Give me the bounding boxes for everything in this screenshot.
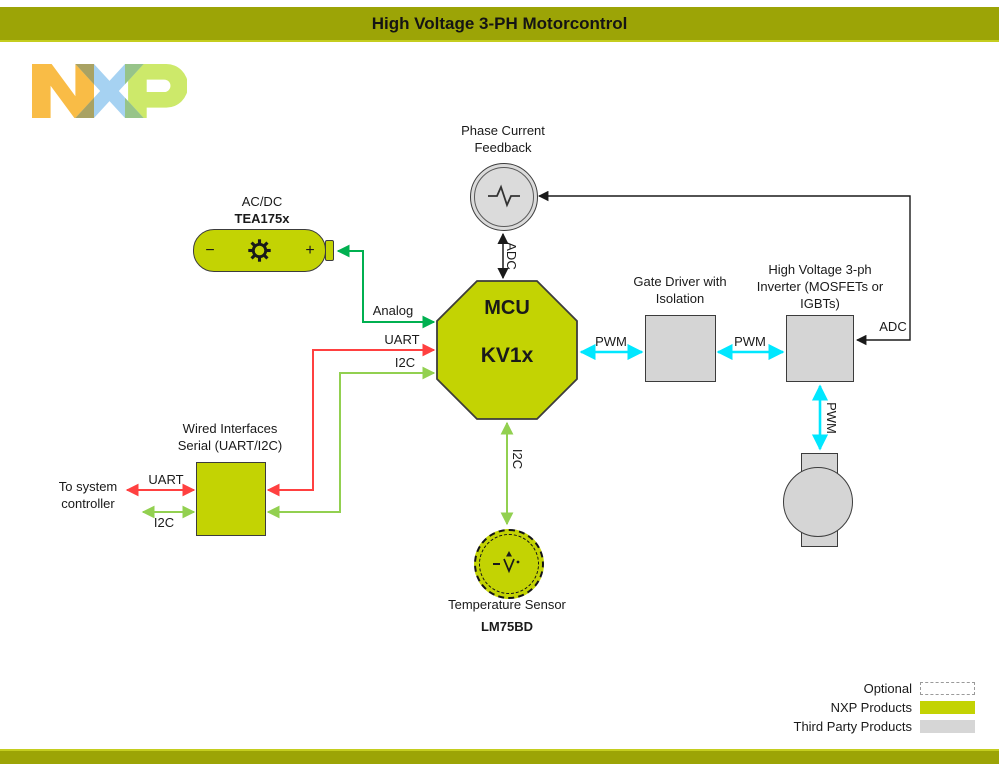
acdc-title: AC/DC TEA175x — [234, 194, 290, 226]
inverter-title: High Voltage 3-ph Inverter (MOSFETs or I… — [756, 262, 884, 311]
inverter-block — [786, 315, 854, 382]
system-controller-label: To system controller — [58, 479, 118, 511]
temp-sensor-title: Temperature Sensor — [448, 597, 566, 612]
footer-bar — [0, 751, 999, 764]
pwm-motor-label: PWM — [824, 402, 839, 434]
legend-row-optional: Optional — [560, 679, 975, 698]
nxp-logo-icon — [32, 64, 187, 118]
pwm-driver-inverter-label: PWM — [734, 334, 766, 349]
voltmeter-icon — [493, 551, 520, 574]
adc-inverter-label: ADC — [879, 319, 907, 334]
gate-driver-block — [645, 315, 716, 382]
pulse-waveform-icon — [488, 184, 520, 208]
page-title: High Voltage 3-PH Motorcontrol — [371, 14, 628, 33]
legend-row-nxp: NXP Products — [560, 698, 975, 717]
header-accent-line — [0, 40, 999, 42]
temp-sensor-part: LM75BD — [480, 619, 533, 634]
i2c-system-label: I2C — [153, 515, 175, 530]
connector-adc-inverter-feedback — [537, 190, 911, 346]
battery-plus-sign: + — [305, 242, 315, 259]
uart-mcu-label: UART — [384, 332, 420, 347]
i2c-mcu-label: I2C — [394, 355, 416, 370]
legend-swatch-nxp — [920, 701, 975, 714]
pwm-mcu-driver-label: PWM — [595, 334, 627, 349]
wired-interfaces-title: Wired Interfaces Serial (UART/I2C) — [177, 421, 283, 453]
wired-interfaces-block — [196, 462, 266, 536]
i2c-temp-label: I2C — [510, 448, 525, 470]
gate-driver-title: Gate Driver with Isolation — [633, 274, 727, 306]
phase-feedback-sensor — [470, 163, 538, 231]
legend: Optional NXP Products Third Party Produc… — [560, 679, 975, 736]
legend-label-nxp: NXP Products — [830, 700, 912, 715]
analog-label: Analog — [372, 303, 414, 318]
acdc-block — [193, 229, 326, 272]
legend-row-third-party: Third Party Products — [560, 717, 975, 736]
uart-system-label: UART — [148, 472, 184, 487]
temp-sensor-inner-ring — [479, 534, 539, 594]
legend-swatch-third-party — [920, 720, 975, 733]
phase-feedback-inner-ring — [474, 167, 534, 227]
footer-accent-line — [0, 749, 999, 751]
motor — [783, 467, 853, 537]
connector-analog — [336, 244, 436, 329]
temp-sensor-block — [474, 529, 544, 599]
legend-swatch-optional — [920, 682, 975, 695]
mcu-title: MCU — [484, 297, 530, 319]
mcu-part: KV1x — [480, 344, 534, 367]
phase-feedback-title: Phase Current Feedback — [461, 123, 545, 155]
gear-icon — [246, 237, 273, 264]
header-bar — [0, 7, 999, 40]
battery-terminal — [325, 240, 334, 261]
battery-minus-sign: − — [205, 242, 215, 259]
legend-label-third-party: Third Party Products — [793, 719, 913, 734]
adc-mcu-label: ADC — [504, 242, 519, 270]
connector-i2c-mcu — [266, 366, 436, 519]
legend-label-optional: Optional — [863, 681, 912, 696]
